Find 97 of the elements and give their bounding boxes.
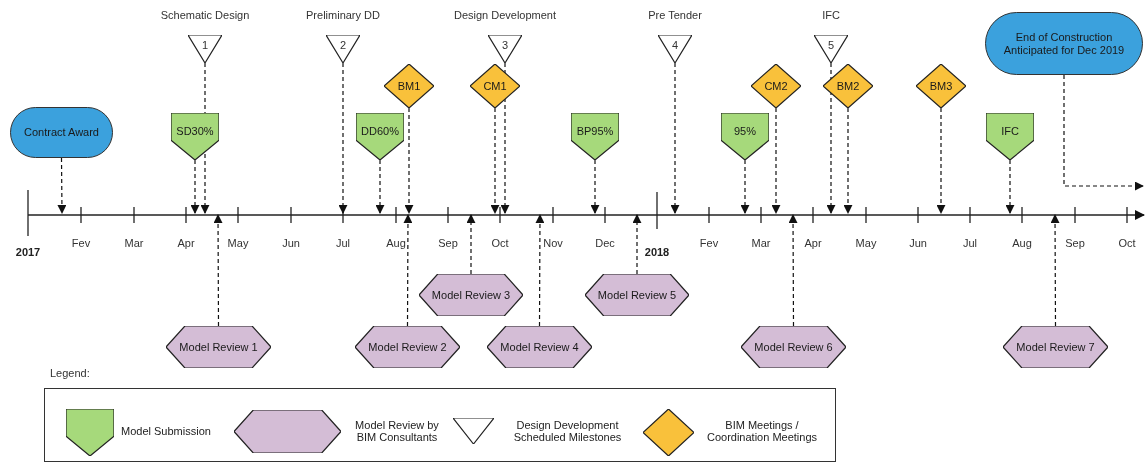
node-label: CM2 [764,79,788,93]
month-label: Jun [282,237,300,250]
submission-pentagon [356,113,404,160]
dashed-arrow [590,159,600,214]
dashed-arrow [338,62,348,214]
dashed-arrow [771,107,781,214]
node-label: Model Review 7 [1016,340,1095,354]
month-label: Mar [751,237,771,250]
year-label: 2017 [15,246,41,259]
node-label: DD60% [361,125,399,138]
dashed-arrow [1050,214,1060,327]
dashed-arrow [1005,159,1015,214]
node-label: Model Review 3 [431,288,511,302]
dashed-arrow [632,214,642,275]
dashed-arrow [490,107,500,214]
node-label: IFC [1001,125,1019,138]
review-hexagon [1003,326,1108,368]
dashed-arrow [190,159,200,214]
node-label: SD30% [176,125,214,138]
month-label: Apr [804,237,822,250]
legend-text: Design Development Scheduled Milestones [512,419,623,443]
meeting-diamond [823,64,873,108]
month-label: Mar [124,237,144,250]
submission-pentagon [571,113,619,160]
month-label: Fev [699,237,719,250]
month-label: Sep [438,237,458,250]
dashed-arrow [670,62,680,214]
month-label: Jul [335,237,351,250]
node-label: BM1 [397,79,421,93]
review-hexagon [585,274,689,316]
month-label: Aug [386,237,406,250]
node-label: BM2 [836,79,860,93]
node-label: CM1 [483,79,507,93]
meeting-diamond [916,64,966,108]
month-label: Apr [177,237,195,250]
review-hexagon [487,326,592,368]
milestone-number: 4 [671,39,679,53]
node-label: BM3 [929,79,953,93]
dashed-arrow [826,62,836,214]
milestone-heading: IFC [822,8,840,22]
node-label: 95% [734,125,756,138]
milestone-number: 1 [201,39,209,53]
milestone-number: 3 [501,39,509,53]
month-label: Jul [962,237,978,250]
dashed-arrow [788,214,798,327]
node-label: Model Review 5 [597,288,677,302]
node-label: Model Review 2 [368,340,447,354]
milestone-heading: Pre Tender [648,8,702,22]
month-label: Aug [1012,237,1032,250]
milestone-heading: Schematic Design [160,8,250,22]
node-label: Model Review 4 [500,340,579,354]
dashed-arrow [843,107,853,214]
dashed-arrow [375,159,385,214]
dashed-arrow [57,157,67,214]
node-label: End of Construction Anticipated for Dec 2019 [1002,30,1126,57]
dashed-arrow [500,62,510,214]
node-label: Model Review 1 [179,340,258,354]
month-label: Fev [71,237,91,250]
milestone-heading: Preliminary DD [306,8,380,22]
review-hexagon [741,326,846,368]
dashed-arrow [404,107,414,214]
milestone-heading: Design Development [453,8,557,22]
month-label: Sep [1065,237,1085,250]
month-label: Oct [491,237,509,250]
dashed-arrow [213,214,223,327]
dashed-arrow [466,214,476,275]
dashed-arrow [403,214,413,327]
meeting-diamond [384,64,434,108]
dashed-arrow [740,159,750,214]
month-label: Jun [909,237,927,250]
legend-text: Model Submission [121,425,212,437]
review-hexagon [419,274,523,316]
legend-title: Legend: [50,367,90,380]
month-label: Oct [1118,237,1136,250]
month-label: Dec [595,237,615,250]
submission-pentagon [986,113,1034,160]
submission-pentagon [721,113,769,160]
milestone-number: 2 [339,39,347,53]
meeting-diamond [470,64,520,108]
node-label: BP95% [576,125,614,138]
review-hexagon [355,326,460,368]
node-label: Contract Award [24,126,99,139]
legend-text: Model Review by BIM Consultants [354,419,440,443]
month-label: Nov [543,237,563,250]
dashed-arrow [1063,74,1144,191]
review-hexagon [166,326,271,368]
year-label: 2018 [644,246,670,259]
milestone-number: 5 [827,39,835,53]
month-label: May [227,237,249,250]
month-label: May [855,237,877,250]
meeting-diamond [751,64,801,108]
submission-pentagon [171,113,219,160]
rounded-box [10,107,113,158]
legend-text: BIM Meetings / Coordination Meetings [705,419,819,443]
node-label: Model Review 6 [754,340,833,354]
dashed-arrow [535,214,545,327]
dashed-arrow [936,107,946,214]
